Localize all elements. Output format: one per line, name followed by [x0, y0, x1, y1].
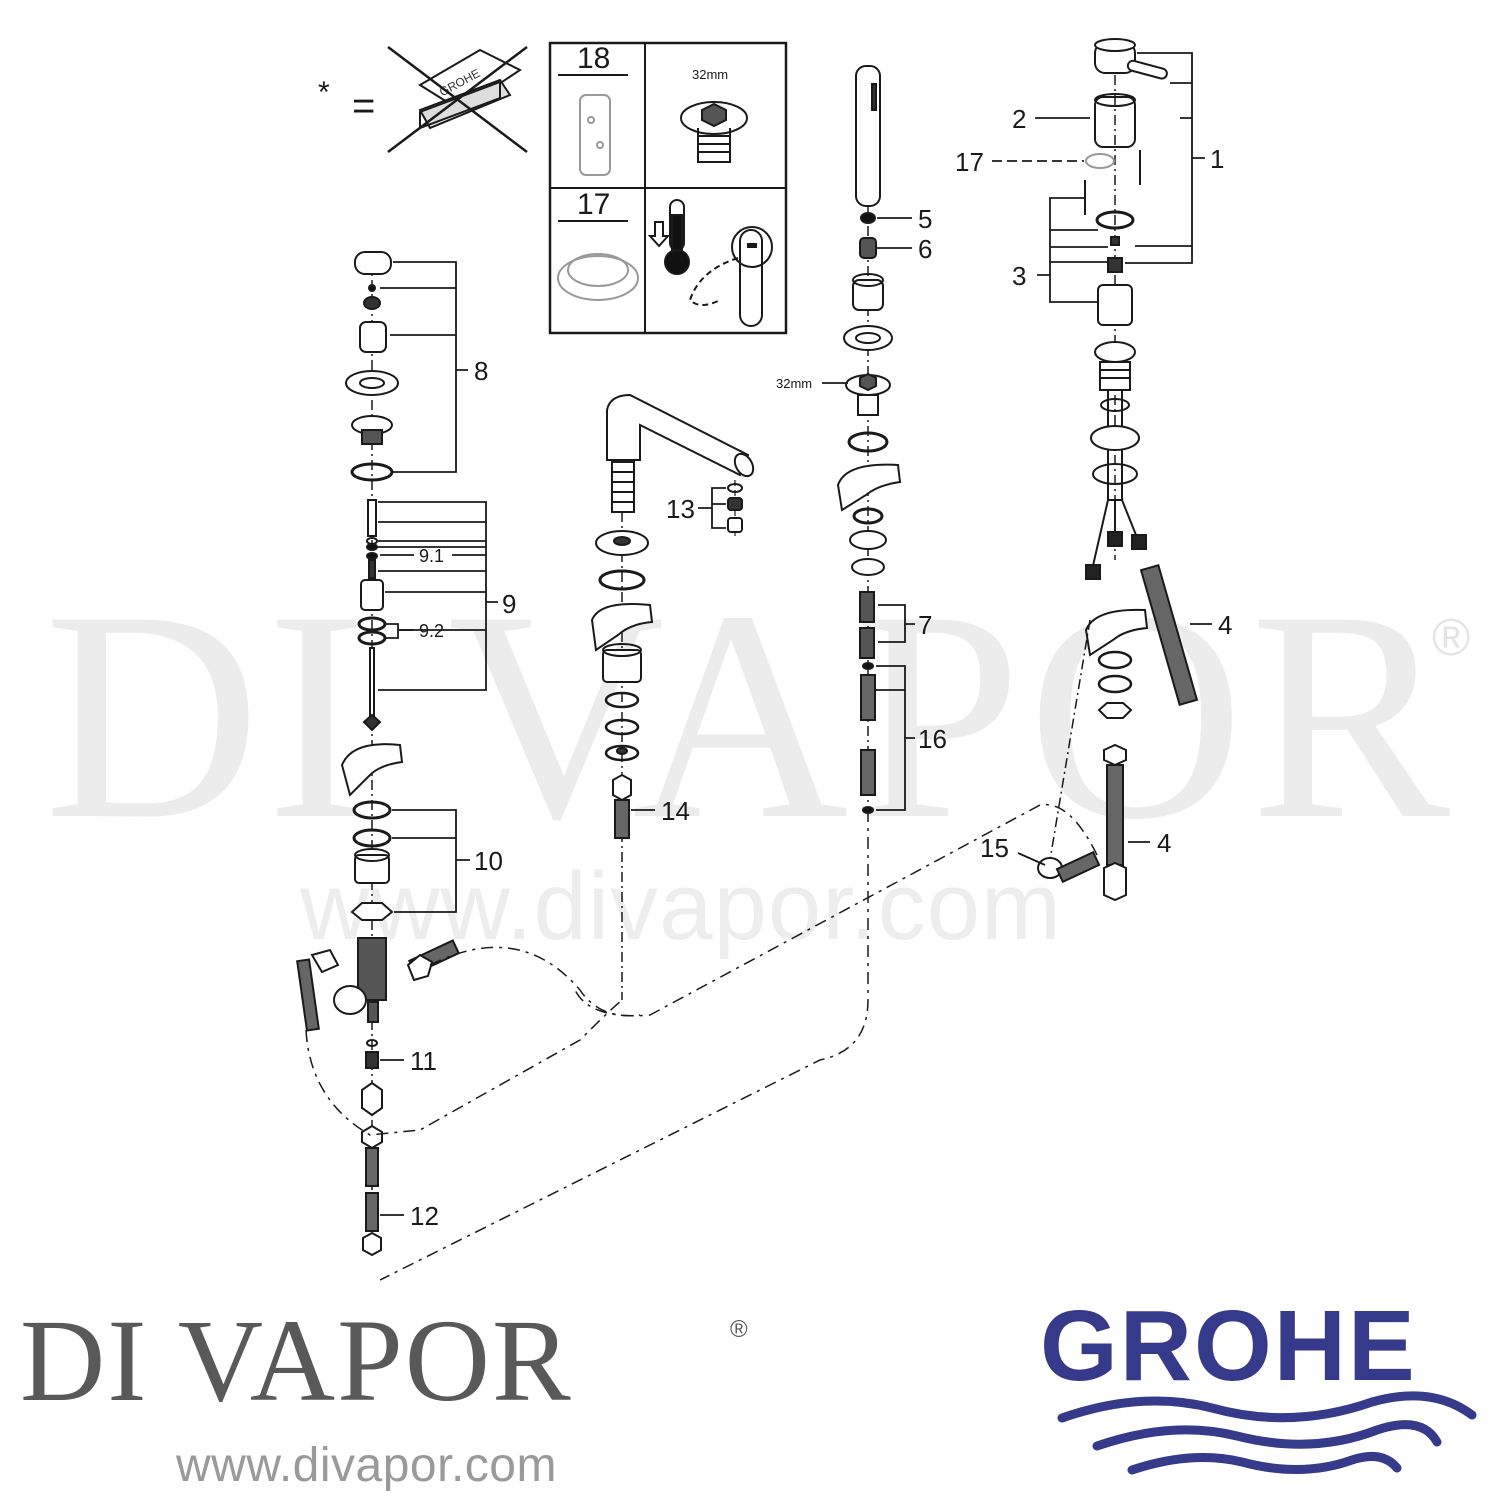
- handshower-assembly: [379, 65, 902, 1281]
- part-9-assembly: [357, 499, 387, 732]
- grohe-logo: GROHE: [1032, 1290, 1492, 1480]
- divapor-registered-mark: ®: [730, 1316, 748, 1343]
- callout-14: 14: [661, 796, 690, 826]
- mixer-body-assembly: [305, 38, 1199, 1136]
- callout-4-upper: 4: [1218, 610, 1233, 640]
- callout-8: 8: [474, 356, 489, 386]
- callout-16: 16: [918, 724, 947, 754]
- part-11-12-assembly: [296, 939, 461, 1257]
- callout-15: 15: [980, 833, 1009, 863]
- callout-9-1: 9.1: [419, 546, 445, 566]
- spout-assembly: [590, 393, 755, 1000]
- callout-1: 1: [1210, 144, 1225, 174]
- legend-equals: =: [352, 84, 376, 128]
- callout-7: 7: [918, 610, 933, 640]
- callout-13: 13: [666, 494, 695, 524]
- inset-label-18: 18: [577, 42, 611, 75]
- inset-box: [548, 41, 788, 335]
- callout-5: 5: [918, 204, 933, 234]
- divapor-url: www.divapor.com: [176, 1439, 557, 1492]
- inset-label-17: 17: [577, 188, 611, 221]
- watermark-registered-mark: ®: [1432, 609, 1471, 667]
- grohe-waves-icon: [1057, 1391, 1477, 1475]
- callout-10: 10: [474, 846, 503, 876]
- crossed-package-icon: GROHE: [387, 46, 528, 153]
- watermark-url: www.divapor.com: [300, 853, 1062, 960]
- callout-4-lower: 4: [1157, 828, 1172, 858]
- inset-label-32mm: 32mm: [692, 67, 729, 82]
- callout-9: 9: [502, 589, 517, 619]
- callout-2: 2: [1012, 104, 1027, 134]
- grohe-wordmark: GROHE: [1040, 1290, 1417, 1402]
- part-8-assembly: [345, 251, 399, 482]
- watermark-text: DI VAPOR: [43, 549, 1457, 881]
- part-10-assembly: [333, 743, 404, 1023]
- legend-asterisk: *: [318, 76, 330, 109]
- callout-3: 3: [1012, 261, 1027, 291]
- divapor-logo: DI VAPOR: [20, 1295, 573, 1426]
- callout-9-2: 9.2: [419, 621, 445, 641]
- callout-leaders: [378, 52, 1212, 1216]
- callout-17: 17: [955, 147, 984, 177]
- dimension-label-32mm: 32mm: [776, 376, 813, 391]
- callout-12: 12: [410, 1201, 439, 1231]
- callout-11: 11: [410, 1046, 437, 1076]
- callout-6: 6: [918, 234, 933, 264]
